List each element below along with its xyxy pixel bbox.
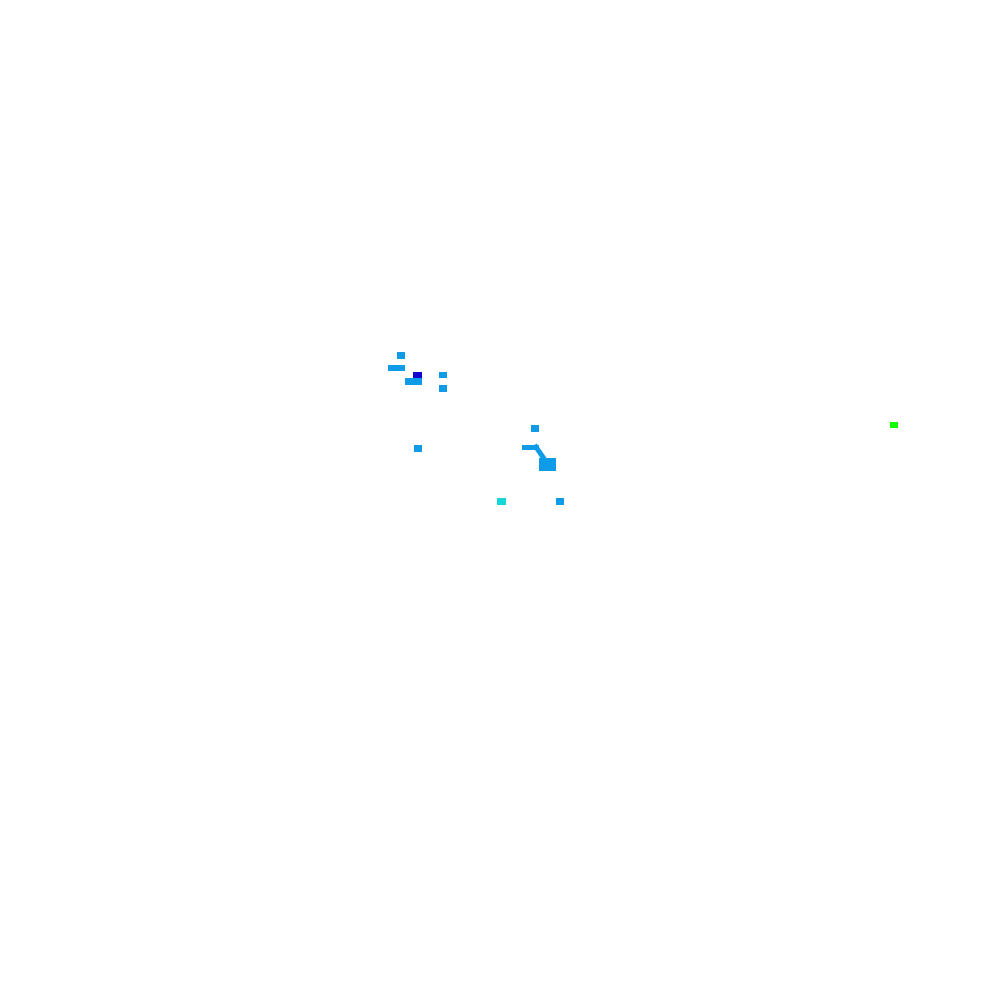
dark-blue-dot [413, 372, 422, 379]
blue-dot [439, 372, 447, 378]
blue-dash [405, 378, 422, 385]
blue-dash [388, 365, 405, 371]
blue-dot [414, 445, 422, 452]
blue-dash [522, 445, 539, 450]
blue-dot [397, 352, 405, 359]
cyan-dot [497, 498, 506, 505]
blue-dot [531, 425, 539, 432]
blue-dot [556, 498, 564, 505]
green-dot [890, 422, 898, 428]
blue-block [539, 458, 556, 471]
blue-dot [439, 385, 447, 392]
